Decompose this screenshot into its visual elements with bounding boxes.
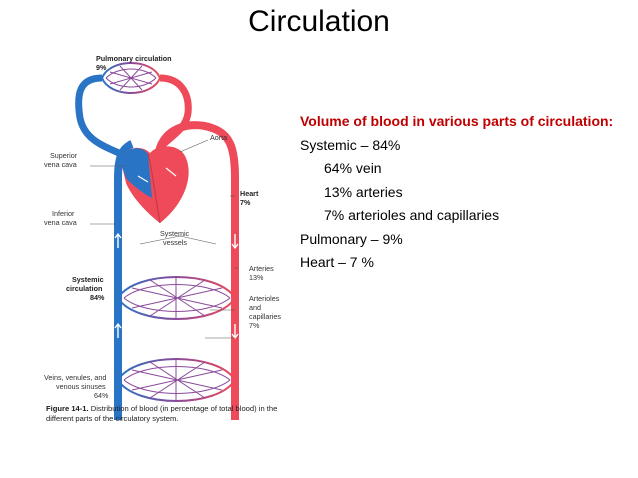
caption-label: Figure 14-1. — [46, 404, 89, 413]
label-arterioles-pct: 7% — [249, 321, 260, 330]
label-arteries-pct: 13% — [249, 273, 264, 282]
label-systemic-circulation-1: Systemic — [72, 275, 104, 284]
label-inferior-vc-2: vena cava — [44, 218, 77, 227]
blood-volume-info: Volume of blood in various parts of circ… — [300, 110, 630, 275]
info-heading: Volume of blood in various parts of circ… — [300, 113, 614, 129]
caption-text: Distribution of blood (in percentage of … — [46, 404, 278, 423]
vena-cava-vessel — [114, 140, 134, 420]
label-heart-pct: 7% — [240, 198, 251, 207]
label-systemic-circulation-pct: 84% — [90, 293, 105, 302]
label-systemic-circulation-2: circulation — [66, 284, 102, 293]
label-veins-pct: 64% — [94, 391, 109, 400]
label-superior-vc-2: vena cava — [44, 160, 77, 169]
label-veins-2: venous sinuses — [56, 382, 106, 391]
leader-lines — [90, 139, 238, 339]
label-arterioles-2: and — [249, 303, 261, 312]
flow-arrows — [114, 232, 239, 340]
systemic-capillary-bed-upper — [116, 276, 237, 320]
label-heart: Heart — [240, 189, 259, 198]
label-veins-1: Veins, venules, and — [44, 373, 106, 382]
info-arteries: 13% arteries — [324, 183, 403, 200]
label-inferior-vc-1: Inferior — [52, 209, 75, 218]
systemic-capillary-bed-lower — [116, 358, 237, 402]
label-systemic-vessels-2: vessels — [163, 238, 187, 247]
info-heart: Heart – 7 % — [300, 254, 374, 270]
pulmonary-capillary-bed — [100, 62, 162, 94]
label-pulmonary-pct: 9% — [96, 63, 107, 72]
label-arterioles-1: Arterioles — [249, 294, 280, 303]
info-systemic: Systemic – 84% — [300, 136, 401, 153]
figure-caption: Figure 14-1. Distribution of blood (in p… — [46, 404, 296, 424]
pulmonary-artery — [75, 74, 132, 162]
label-arteries: Arteries — [249, 264, 274, 273]
info-pulmonary: Pulmonary – 9% — [300, 230, 403, 247]
label-superior-vc-1: Superior — [50, 151, 78, 160]
info-arterioles: 7% arterioles and capillaries — [324, 207, 500, 223]
heart-shape — [121, 146, 189, 224]
label-arterioles-3: capillaries — [249, 312, 281, 321]
circulation-diagram: Pulmonary circulation 9% Aorta Superior … — [44, 54, 281, 420]
slide-title: Circulation — [248, 5, 390, 38]
aorta-vessel — [154, 121, 239, 420]
info-vein: 64% vein — [324, 160, 382, 176]
label-pulmonary-circulation: Pulmonary circulation — [96, 54, 172, 63]
label-aorta: Aorta — [210, 133, 227, 142]
label-systemic-vessels-1: Systemic — [160, 229, 190, 238]
